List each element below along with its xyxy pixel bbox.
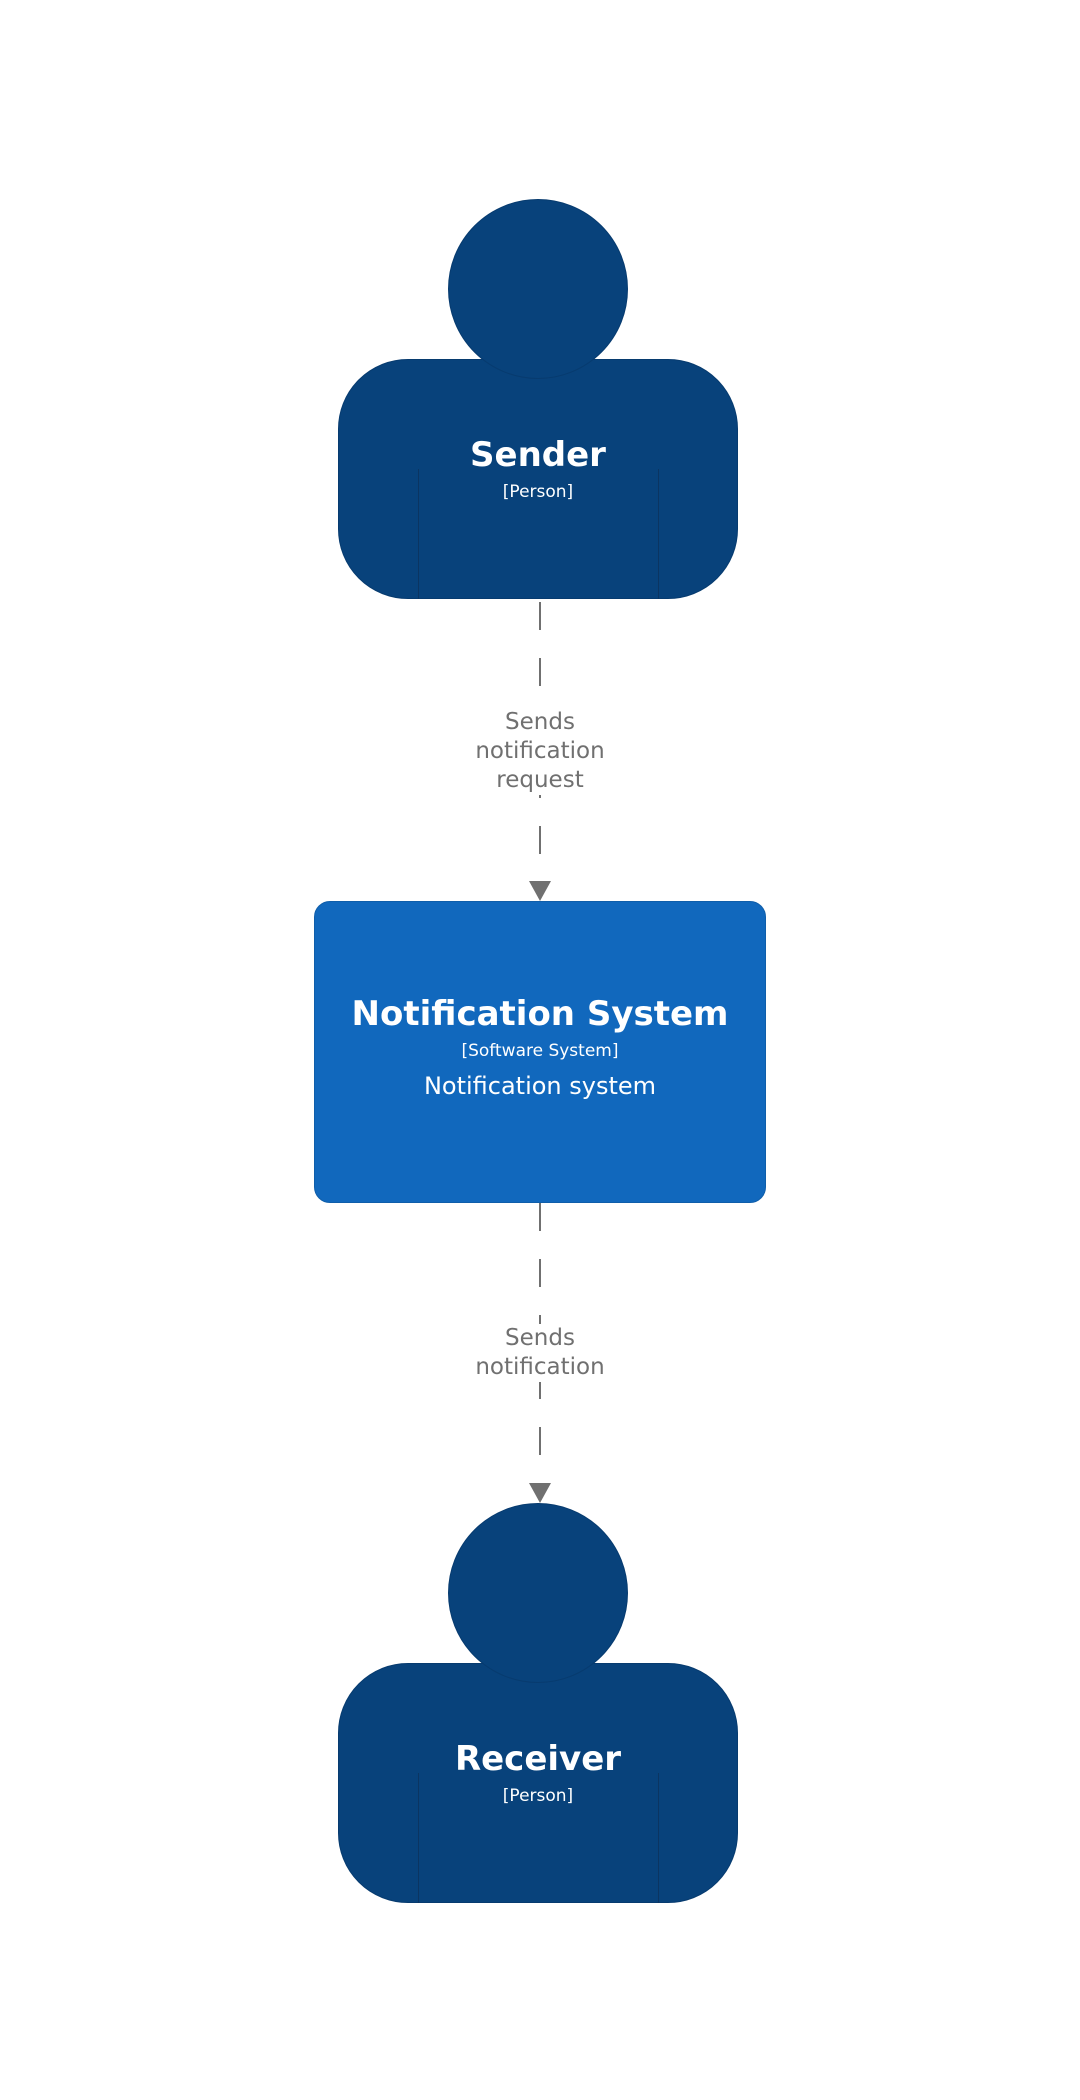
person-head-icon	[448, 1503, 628, 1683]
person-name: Sender	[470, 435, 606, 475]
person-arm-divider	[418, 469, 419, 599]
person-name: Receiver	[454, 1739, 622, 1779]
relationship-label-line: request	[496, 767, 584, 793]
person-sender[interactable]: Sender [Person]	[338, 199, 738, 629]
person-receiver[interactable]: Receiver [Person]	[338, 1503, 738, 1933]
person-arm-divider	[658, 469, 659, 599]
software-system-notification[interactable]: Notification System [Software System] No…	[314, 901, 766, 1203]
person-body-shape	[338, 359, 738, 599]
person-arm-divider	[658, 1773, 659, 1903]
relationship-label-sends-notification: Sends notification	[390, 1324, 690, 1382]
relationship-label-line: Sends	[505, 709, 575, 735]
relationship-label-line: notification	[475, 1354, 605, 1380]
person-type-tag: [Person]	[502, 482, 574, 502]
person-arm-divider	[418, 1773, 419, 1903]
person-type-tag: [Person]	[502, 1786, 574, 1806]
system-name: Notification System	[351, 994, 729, 1034]
person-body-shape	[338, 1663, 738, 1903]
arrowhead-icon	[529, 881, 551, 901]
relationship-label-sends-request: Sends notification request	[390, 708, 690, 795]
system-type-tag: [Software System]	[461, 1041, 619, 1061]
relationship-label-line: Sends	[505, 1325, 575, 1351]
person-head-icon	[448, 199, 628, 379]
relationship-label-line: notification	[475, 738, 605, 764]
relationship-system-to-receiver	[529, 1203, 551, 1503]
system-description: Notification system	[423, 1072, 657, 1100]
relationship-sender-to-system	[529, 602, 551, 901]
arrowhead-icon	[529, 1483, 551, 1503]
